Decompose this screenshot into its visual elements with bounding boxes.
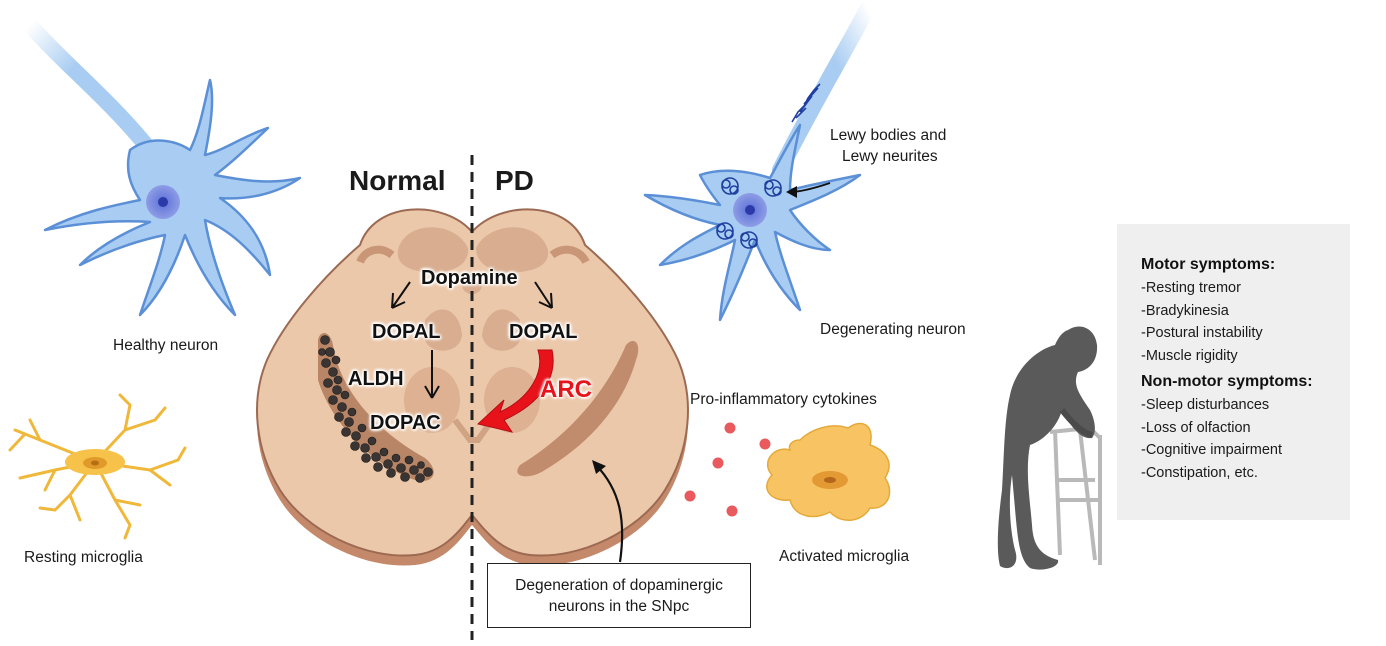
arc-label: ARC bbox=[540, 376, 592, 403]
nonmotor-symptom-item: -Constipation, etc. bbox=[1141, 464, 1258, 481]
degenerating-neuron-label: Degenerating neuron bbox=[820, 321, 966, 338]
degenerating-neuron bbox=[643, 0, 876, 322]
degeneration-caption: Degeneration of dopaminergic neurons in … bbox=[515, 576, 723, 615]
pro-inflammatory-label: Pro-inflammatory cytokines bbox=[690, 391, 877, 408]
degeneration-caption-box: Degeneration of dopaminergic neurons in … bbox=[487, 563, 751, 628]
dopac-label: DOPAC bbox=[370, 412, 441, 434]
pd-label: PD bbox=[495, 165, 534, 196]
normal-label: Normal bbox=[349, 165, 446, 196]
arrow-dopamine-to-dopal-left bbox=[391, 281, 411, 309]
lewy-neurites bbox=[791, 83, 821, 123]
motor-symptom-item: -Muscle rigidity bbox=[1141, 348, 1238, 365]
activated-microglia-label: Activated microglia bbox=[779, 548, 910, 565]
nonmotor-symptoms-title: Non-motor symptoms: bbox=[1141, 372, 1313, 390]
sn-pointer-arrow bbox=[595, 464, 624, 563]
activated-microglia bbox=[766, 422, 891, 521]
motor-symptoms-title: Motor symptoms: bbox=[1141, 256, 1276, 273]
midbrain-section bbox=[256, 208, 689, 566]
motor-symptom-item: -Resting tremor bbox=[1141, 280, 1241, 296]
aldh-label: ALDH bbox=[348, 368, 404, 390]
arrow-dopamine-to-dopal-right bbox=[534, 281, 553, 309]
healthy-neuron-axon bbox=[22, 17, 158, 158]
resting-microglia-label: Resting microglia bbox=[24, 549, 143, 566]
cytokines bbox=[684, 422, 771, 517]
dopal-left-label: DOPAL bbox=[372, 321, 441, 343]
lewy-label-line1: Lewy bodies and bbox=[830, 127, 947, 144]
healthy-neuron-nucleolus bbox=[158, 197, 168, 207]
arrow-dopal-to-dopac bbox=[424, 350, 440, 399]
substantia-nigra-pd bbox=[517, 340, 639, 477]
symptom-panel: Motor symptoms: -Resting tremor -Bradyki… bbox=[1117, 224, 1350, 520]
healthy-neuron bbox=[22, 17, 302, 317]
arc-arrow bbox=[476, 349, 554, 433]
resting-microglia bbox=[8, 393, 187, 540]
dopaminergic-neurons bbox=[318, 335, 433, 483]
motor-symptom-item: -Postural instability bbox=[1141, 325, 1263, 342]
nonmotor-symptom-item: -Cognitive impairment bbox=[1141, 442, 1283, 459]
nonmotor-symptom-item: -Loss of olfaction bbox=[1141, 419, 1251, 436]
motor-symptom-item: -Bradykinesia bbox=[1141, 302, 1229, 319]
healthy-neuron-label: Healthy neuron bbox=[113, 337, 219, 354]
dopal-right-label: DOPAL bbox=[509, 321, 578, 343]
elderly-person-silhouette bbox=[997, 326, 1102, 570]
lewy-bodies bbox=[716, 177, 782, 249]
lewy-label-line2: Lewy neurites bbox=[842, 148, 938, 165]
nonmotor-symptom-item: -Sleep disturbances bbox=[1141, 396, 1270, 413]
dopamine-label: Dopamine bbox=[421, 267, 518, 289]
